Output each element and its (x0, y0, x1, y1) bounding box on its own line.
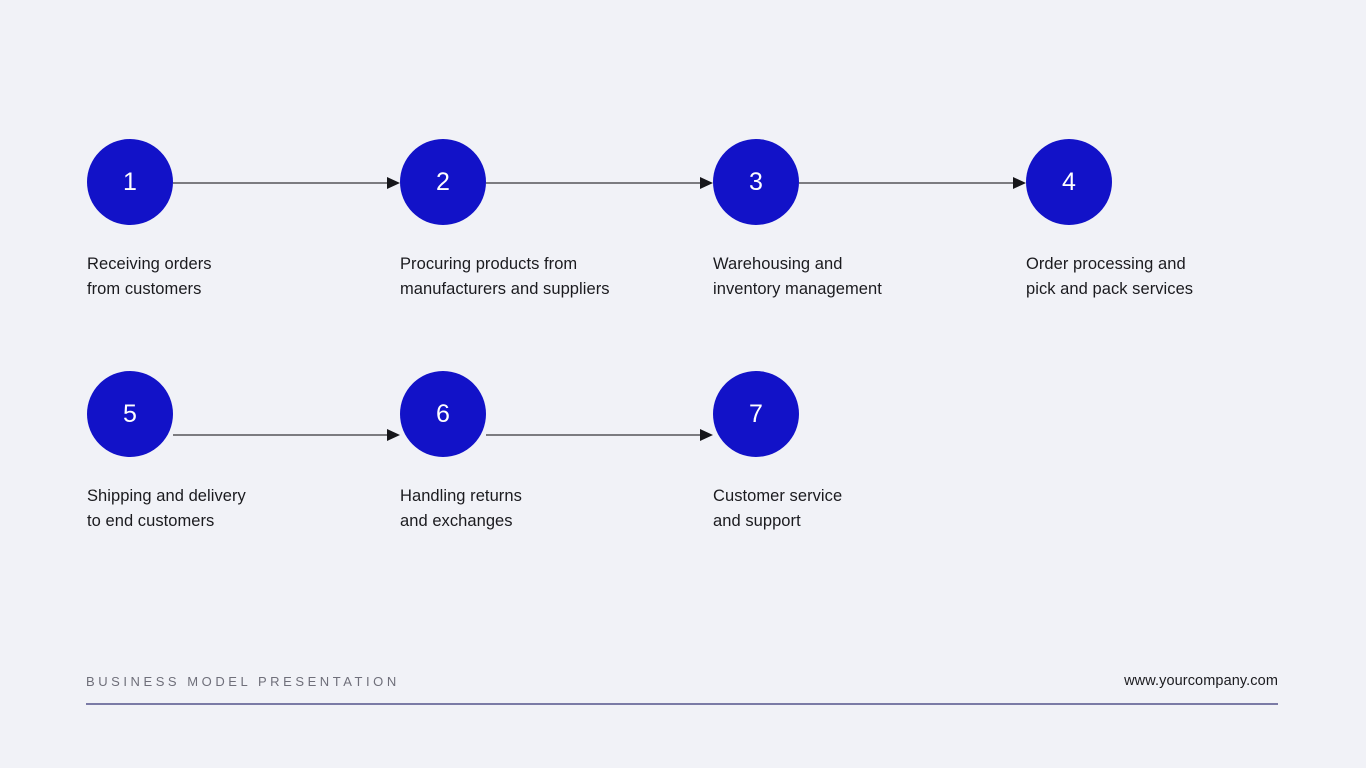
slide-footer: Business Model Presentation www.yourcomp… (86, 663, 1278, 713)
step-4-circle[interactable]: 4 (1026, 139, 1112, 225)
step-2-label: Procuring products from manufacturers an… (400, 255, 610, 298)
step-1-circle[interactable]: 1 (87, 139, 173, 225)
step-7-circle[interactable]: 7 (713, 371, 799, 457)
step-6-label: Handling returns and exchanges (400, 487, 522, 530)
step-4-label: Order processing and pick and pack servi… (1026, 255, 1194, 298)
step-5-number: 5 (122, 399, 138, 428)
step-7-label: Customer service and support (713, 487, 843, 530)
process-flow-row-1: 1 Receiving orders from customers 2 Proc… (0, 139, 1366, 319)
footer-row: Business Model Presentation www.yourcomp… (86, 663, 1278, 699)
footer-website-link[interactable]: www.yourcompany.com (1124, 673, 1278, 689)
step-5-circle[interactable]: 5 (87, 371, 173, 457)
step-3-circle[interactable]: 3 (713, 139, 799, 225)
process-step-4[interactable]: 4 Order processing and pick and pack ser… (1026, 139, 1326, 302)
process-flow-row-2: 5 Shipping and delivery to end customers… (0, 371, 1366, 551)
process-step-3[interactable]: 3 Warehousing and inventory management (713, 139, 1013, 302)
step-3-label: Warehousing and inventory management (713, 255, 882, 298)
step-2-number: 2 (435, 167, 451, 196)
step-3-number: 3 (748, 167, 764, 196)
step-1-number: 1 (122, 167, 138, 196)
process-step-5[interactable]: 5 Shipping and delivery to end customers (87, 371, 387, 534)
process-step-7[interactable]: 7 Customer service and support (713, 371, 1013, 534)
step-4-number: 4 (1061, 167, 1077, 196)
footer-presentation-title: Business Model Presentation (86, 673, 400, 689)
footer-divider (86, 703, 1278, 705)
step-5-label: Shipping and delivery to end customers (87, 487, 246, 530)
step-1-label: Receiving orders from customers (87, 255, 212, 298)
process-step-2[interactable]: 2 Procuring products from manufacturers … (400, 139, 700, 302)
process-step-6[interactable]: 6 Handling returns and exchanges (400, 371, 700, 534)
step-7-number: 7 (748, 399, 764, 428)
step-6-number: 6 (435, 399, 451, 428)
step-6-circle[interactable]: 6 (400, 371, 486, 457)
process-step-1[interactable]: 1 Receiving orders from customers (87, 139, 387, 302)
step-2-circle[interactable]: 2 (400, 139, 486, 225)
